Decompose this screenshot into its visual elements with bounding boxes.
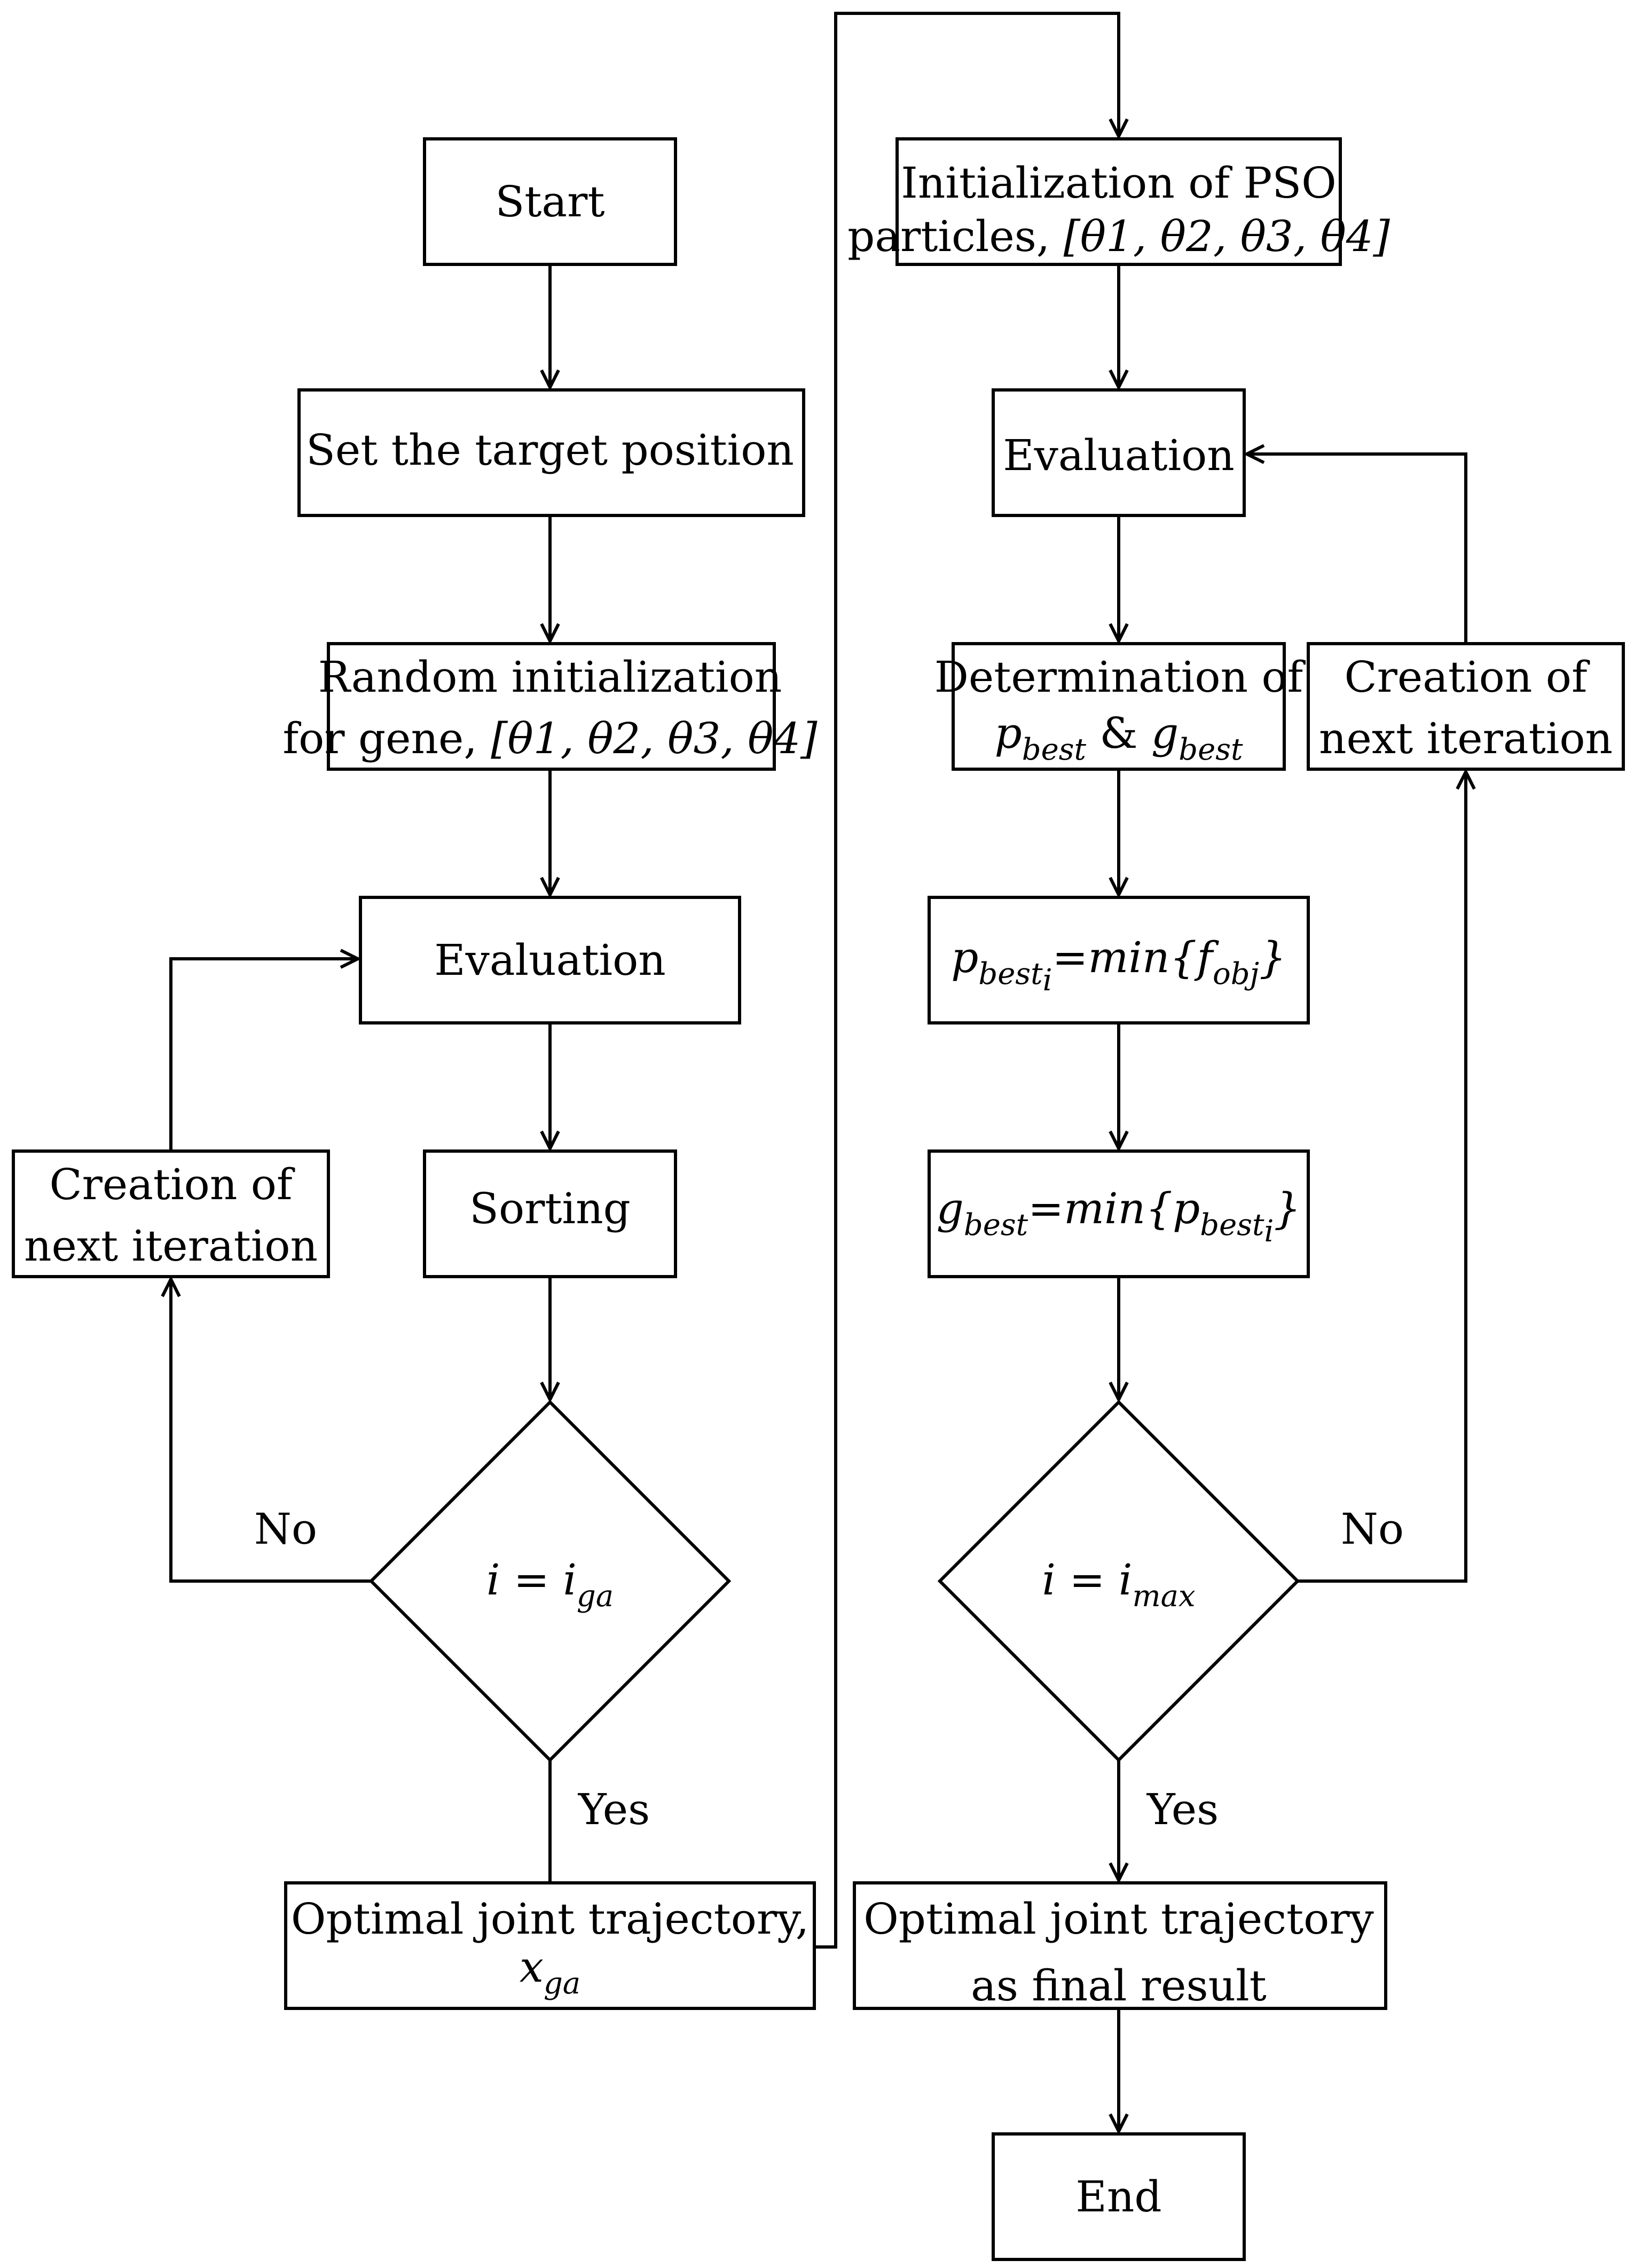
pso-yes-label: Yes — [1146, 1785, 1219, 1834]
end-node: End — [992, 2132, 1246, 2261]
arrow-creation-to-eval — [169, 959, 358, 1151]
pso-decision-label: i = imax — [1042, 1555, 1195, 1614]
pso-init-line1: Initialization of PSO — [901, 158, 1336, 208]
ga-optimal-node: Optimal joint trajectory, xga — [284, 1881, 816, 2010]
pso-decision-node: i = imax — [937, 1399, 1300, 1763]
ga-creation-line2: next iteration — [24, 1221, 318, 1271]
determination-line2: pbest & gbest — [995, 708, 1243, 767]
ga-creation-line1: Creation of — [49, 1160, 295, 1209]
arrow-decision-no-to-creation-pso — [1298, 772, 1466, 1583]
gbest-formula: gbest=min{pbesti} — [937, 1184, 1301, 1249]
set-target-label: Set the target position — [306, 425, 794, 475]
ga-optimal-var: xga — [520, 1942, 580, 2001]
start-label: Start — [495, 177, 604, 226]
pso-evaluation-label: Evaluation — [1003, 431, 1235, 480]
pbest-node: pbesti=min{fobj} — [928, 896, 1310, 1024]
arrow-decision-no-to-creation — [171, 1279, 371, 1583]
pso-init-node: Initialization of PSO particles, [θ1, θ2… — [847, 137, 1391, 266]
pso-init-line2: particles, [θ1, θ2, θ3, θ4] — [847, 212, 1391, 261]
end-label: End — [1075, 2172, 1161, 2222]
ga-evaluation-node: Evaluation — [359, 896, 741, 1024]
random-init-node: Random initialization for gene, [θ1, θ2,… — [283, 642, 818, 771]
set-target-node: Set the target position — [297, 388, 805, 517]
pso-creation-line1: Creation of — [1344, 652, 1590, 702]
ga-creation-node: Creation of next iteration — [12, 1149, 330, 1278]
ga-optimal-line1: Optimal joint trajectory, — [291, 1894, 809, 1944]
ga-decision-label: i = iga — [486, 1555, 614, 1614]
final-result-line1: Optimal joint trajectory — [863, 1894, 1374, 1944]
sorting-node: Sorting — [423, 1149, 677, 1278]
determination-line1: Determination of — [934, 652, 1306, 702]
gbest-node: gbest=min{pbesti} — [928, 1149, 1310, 1278]
ga-no-label: No — [254, 1504, 317, 1554]
pso-creation-node: Creation of next iteration — [1307, 642, 1625, 771]
arrow-creation-to-eval-pso — [1247, 454, 1467, 644]
arrow-ga-to-pso — [814, 12, 1119, 1949]
ga-evaluation-label: Evaluation — [434, 935, 666, 985]
random-init-line2: for gene, [θ1, θ2, θ3, θ4] — [283, 714, 818, 763]
pso-no-label: No — [1341, 1504, 1404, 1554]
ga-decision-node: i = iga — [368, 1399, 732, 1763]
ga-yes-label: Yes — [578, 1785, 650, 1834]
determination-node: Determination of pbest & gbest — [934, 642, 1306, 771]
pso-creation-line2: next iteration — [1319, 714, 1613, 763]
pbest-formula: pbesti=min{fobj} — [951, 933, 1286, 998]
final-result-node: Optimal joint trajectory as final result — [853, 1881, 1387, 2011]
start-node: Start — [423, 137, 677, 266]
final-result-line2: as final result — [971, 1961, 1267, 2011]
random-init-line1: Random initialization — [318, 652, 782, 702]
pso-evaluation-node: Evaluation — [992, 388, 1246, 517]
sorting-label: Sorting — [469, 1184, 631, 1233]
